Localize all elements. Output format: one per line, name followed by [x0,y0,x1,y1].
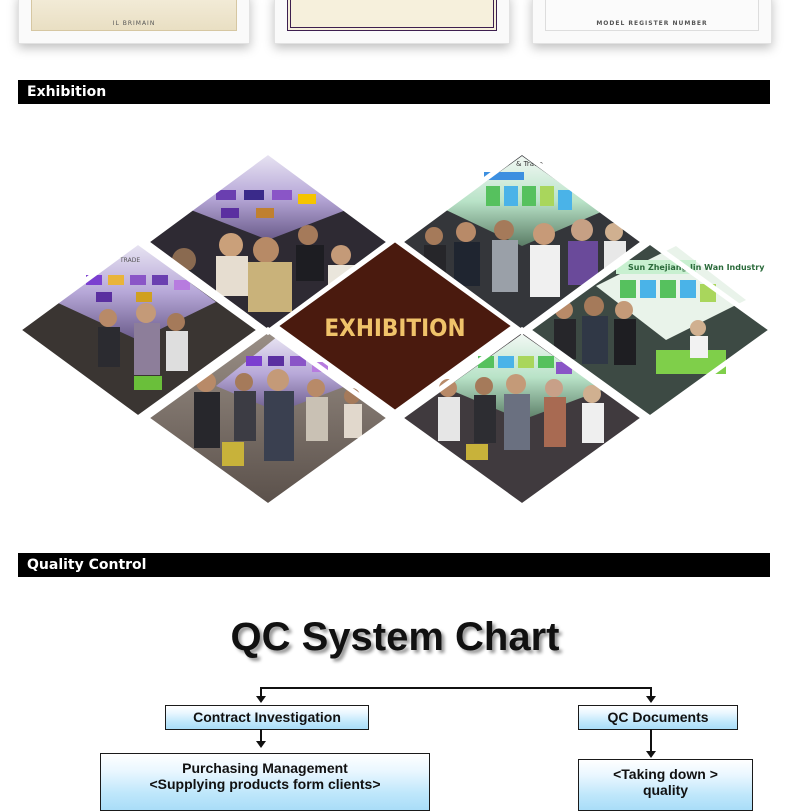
connector-line [260,687,262,697]
exhibition-section-header: Exhibition [18,80,770,104]
quality-control-section-header: Quality Control [18,553,770,577]
exhibition-section-title: Exhibition [27,84,107,100]
arrow-down-icon [646,751,656,758]
certificate-image: MODEL REGISTER NUMBER [545,0,759,31]
arrow-down-icon [646,696,656,703]
certificate-frame [274,0,510,44]
node-contract-investigation: Contract Investigation [165,705,369,730]
connector-line [650,687,652,697]
node-purchasing-line2: <Supplying products form clients> [149,776,381,792]
certificate-frame: IL BRIMAIN [18,0,250,44]
arrow-down-icon [256,741,266,748]
exhibition-center-badge: EXHIBITION [272,237,518,415]
arrow-down-icon [256,696,266,703]
certificate-image: IL BRIMAIN [31,0,237,31]
connector-line [260,729,262,741]
booth-sign-text: TRADE [119,257,140,264]
connector-line [650,729,652,751]
booth-sign-text: & Trade [516,160,543,168]
certificate-image [287,0,497,31]
booth-sign-text: Sun Zhejiang Jin Wan Industry [628,263,765,272]
qc-chart-title: QC System Chart [230,615,560,659]
node-taking-down-line1: <Taking down > [613,766,718,782]
certificate-frame: MODEL REGISTER NUMBER [532,0,772,44]
node-purchasing-line1: Purchasing Management [182,760,348,776]
node-purchasing-management: Purchasing Management <Supplying product… [100,753,430,811]
node-taking-down-quality: <Taking down > quality [578,759,753,811]
certificate-caption: MODEL REGISTER NUMBER [596,20,708,27]
node-taking-down-line2: quality [642,782,689,798]
connector-line [261,687,652,689]
quality-control-section-title: Quality Control [27,557,147,573]
exhibition-collage: & Trade TRADE Sun [16,150,774,510]
node-qc-documents: QC Documents [578,705,738,730]
certificate-caption: IL BRIMAIN [112,20,156,27]
exhibition-center-label: EXHIBITION [324,314,465,342]
